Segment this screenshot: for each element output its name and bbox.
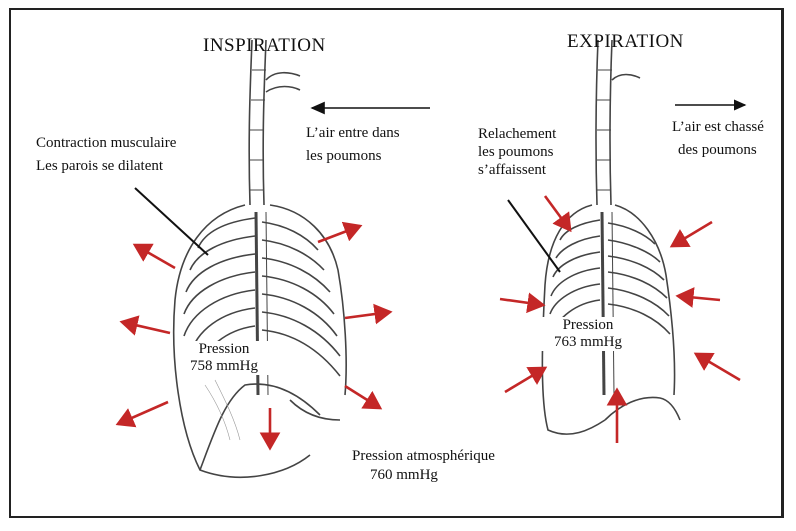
inspiration-muscle-line2: Les parois se dilatent	[36, 156, 176, 176]
inspiration-title: INSPIRATION	[203, 35, 326, 57]
atmospheric-pressure-line1: Pression atmosphérique	[352, 447, 495, 466]
inspiration-muscle-line1: Contraction musculaire	[36, 133, 176, 153]
expiration-air-line2: des poumons	[672, 140, 764, 160]
inspiration-air-line1: L’air entre dans	[306, 123, 400, 143]
inspiration-pressure-line2: 758 mmHg	[178, 358, 270, 375]
expiration-relax-line3: s’affaissent	[478, 161, 556, 179]
inspiration-pressure-arrows	[118, 226, 390, 448]
expiration-relax-label: Relachement les poumons s’affaissent	[478, 125, 556, 179]
atmospheric-pressure-line2: 760 mmHg	[352, 466, 495, 485]
expiration-air-line1: L’air est chassé	[672, 117, 764, 137]
expiration-pressure-line1: Pression	[540, 317, 636, 334]
inspiration-air-label: L’air entre dans les poumons	[306, 123, 400, 166]
inspiration-muscle-label: Contraction musculaire Les parois se dil…	[36, 133, 176, 176]
inspiration-pressure-line1: Pression	[178, 341, 270, 358]
expiration-relax-line1: Relachement	[478, 125, 556, 143]
inspiration-air-line2: les poumons	[306, 146, 400, 166]
expiration-air-label: L’air est chassé des poumons	[672, 117, 764, 160]
expiration-pressure-line2: 763 mmHg	[540, 334, 636, 351]
expiration-title: EXPIRATION	[567, 31, 684, 53]
inspiration-pressure-box: Pression 758 mmHg	[178, 341, 270, 375]
expiration-relax-line2: les poumons	[478, 143, 556, 161]
expiration-pressure-box: Pression 763 mmHg	[540, 317, 636, 351]
inspiration-ribcage	[135, 40, 346, 477]
atmospheric-pressure-label: Pression atmosphérique 760 mmHg	[352, 447, 495, 485]
